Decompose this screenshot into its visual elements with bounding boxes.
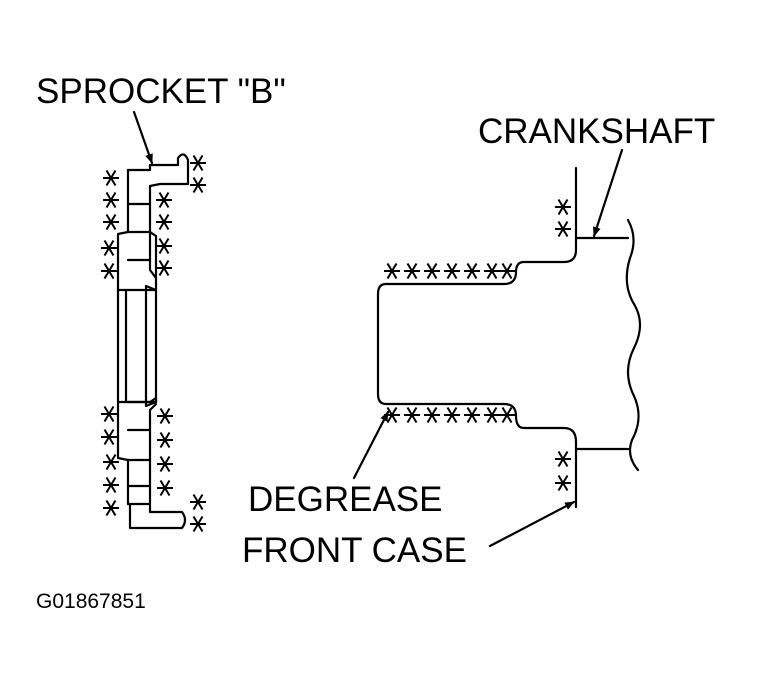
asterisk-icon bbox=[102, 476, 120, 494]
sprocket-inner-steps bbox=[116, 202, 158, 462]
front-case-leader-arrow bbox=[488, 500, 576, 548]
asterisk-icon bbox=[423, 406, 441, 424]
asterisk-icon bbox=[189, 154, 207, 172]
asterisk-icon bbox=[554, 220, 572, 238]
asterisk-icon bbox=[100, 428, 118, 446]
asterisk-icon bbox=[463, 262, 481, 280]
asterisk-icon bbox=[554, 450, 572, 468]
sprocket-b-label: SPROCKET "B" bbox=[36, 72, 286, 111]
crankshaft-profile bbox=[376, 248, 578, 444]
degrease-leader-arrow bbox=[352, 410, 390, 480]
sprocket-outline bbox=[116, 168, 130, 506]
asterisk-icon bbox=[443, 406, 461, 424]
asterisk-icon bbox=[155, 237, 173, 255]
crankshaft-break-line bbox=[625, 218, 642, 472]
asterisk-icon bbox=[463, 406, 481, 424]
sprocket-b-section bbox=[116, 153, 190, 530]
asterisk-icon bbox=[156, 431, 174, 449]
asterisk-icon bbox=[100, 239, 118, 257]
sprocket-bottom-rim bbox=[126, 458, 187, 530]
sprocket-hub bbox=[116, 284, 158, 408]
asterisk-icon bbox=[155, 213, 173, 231]
front-case-label: FRONT CASE bbox=[242, 531, 467, 570]
asterisk-icon bbox=[483, 262, 501, 280]
asterisk-icon bbox=[403, 406, 421, 424]
asterisk-icon bbox=[383, 262, 401, 280]
crankshaft-leader-arrow bbox=[592, 148, 624, 238]
asterisk-icon bbox=[100, 262, 118, 280]
asterisk-icon bbox=[155, 191, 173, 209]
asterisk-icon bbox=[189, 176, 207, 194]
crankshaft-label: CRANKSHAFT bbox=[478, 112, 715, 151]
asterisk-icon bbox=[155, 259, 173, 277]
asterisk-icon bbox=[443, 262, 461, 280]
asterisk-icon bbox=[498, 262, 516, 280]
sprocket-leader-arrow bbox=[132, 110, 154, 165]
asterisk-icon bbox=[102, 499, 120, 517]
asterisk-icon bbox=[102, 191, 120, 209]
asterisk-icon bbox=[423, 262, 441, 280]
asterisk-icon bbox=[554, 474, 572, 492]
asterisk-icon bbox=[156, 479, 174, 497]
asterisk-icon bbox=[102, 213, 120, 231]
sprocket-lower-steps bbox=[116, 400, 158, 488]
asterisk-icon bbox=[189, 515, 207, 533]
asterisk-icon bbox=[554, 198, 572, 216]
crankshaft-degrease-markers bbox=[383, 198, 572, 492]
crankshaft-section bbox=[376, 166, 642, 509]
asterisk-icon bbox=[156, 407, 174, 425]
asterisk-icon bbox=[102, 169, 120, 187]
asterisk-icon bbox=[498, 406, 516, 424]
asterisk-icon bbox=[483, 406, 501, 424]
sprocket-degrease-markers bbox=[100, 154, 207, 533]
asterisk-icon bbox=[102, 453, 120, 471]
asterisk-icon bbox=[403, 262, 421, 280]
asterisk-icon bbox=[189, 493, 207, 511]
asterisk-icon bbox=[156, 455, 174, 473]
sprocket-top-rim bbox=[126, 153, 190, 234]
figure-id-label: G01867851 bbox=[36, 590, 146, 613]
degrease-label: DEGREASE bbox=[248, 480, 443, 519]
asterisk-icon bbox=[100, 405, 118, 423]
